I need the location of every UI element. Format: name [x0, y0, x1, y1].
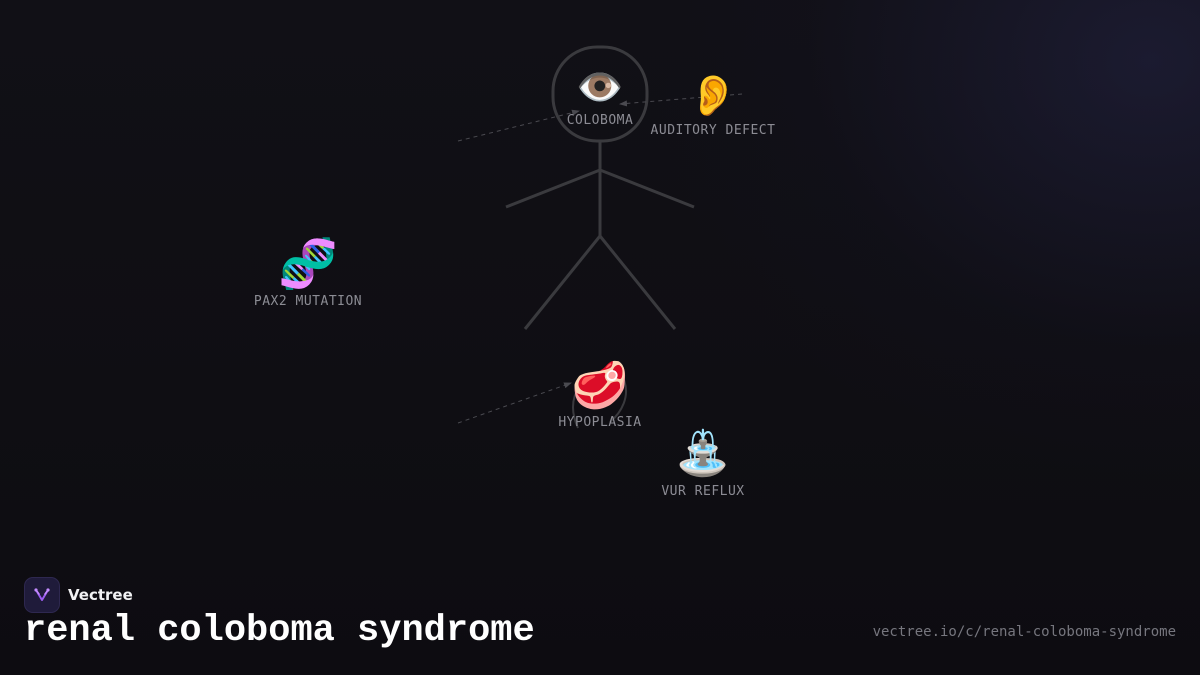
brand[interactable]: Vectree [24, 577, 133, 613]
figure-left-leg [523, 235, 602, 330]
figure-right-arm [599, 168, 695, 209]
node-label: AUDITORY DEFECT [650, 123, 776, 138]
connector-pax2-to-coloboma [457, 109, 580, 142]
page-url[interactable]: vectree.io/c/renal-coloboma-syndrome [872, 624, 1176, 640]
node-coloboma[interactable]: 👁️ COLOBOMA [567, 68, 634, 128]
node-label: COLOBOMA [566, 113, 634, 128]
vectree-logo-mark [34, 588, 50, 601]
node-pax2-mutation[interactable]: 🧬 PAX2 MUTATION [254, 240, 362, 309]
node-label: PAX2 MUTATION [253, 294, 363, 309]
figure-right-leg [598, 235, 677, 330]
brand-name: Vectree [68, 586, 133, 604]
dna-icon: 🧬 [278, 236, 338, 292]
node-label: HYPOPLASIA [558, 415, 642, 430]
eye-icon: 👁️ [576, 65, 624, 109]
meat-icon: 🥩 [571, 358, 629, 412]
kidney-outline [572, 379, 628, 429]
node-hypoplasia[interactable]: 🥩 HYPOPLASIA [558, 362, 641, 430]
page-title: renal coloboma syndrome [24, 610, 535, 652]
connector-pax2-to-hypoplasia [457, 382, 572, 424]
node-label: VUR REFLUX [661, 484, 745, 499]
node-auditory-defect[interactable]: 👂 AUDITORY DEFECT [651, 76, 776, 138]
node-vur-reflux[interactable]: ⛲ VUR REFLUX [661, 428, 745, 500]
figure-left-arm [505, 168, 601, 209]
vectree-logo-icon [24, 577, 60, 613]
fountain-icon: ⛲ [675, 428, 731, 479]
ear-icon: 👂 [688, 73, 738, 119]
